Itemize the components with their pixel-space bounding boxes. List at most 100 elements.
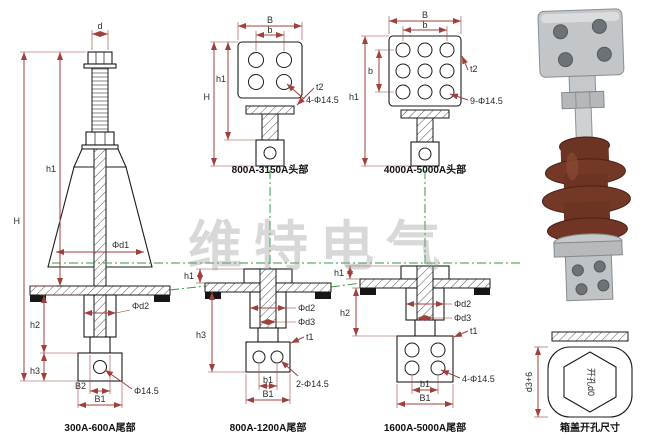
caption-tail-800-1200: 800A-1200A尾部 — [230, 421, 307, 434]
plate-hole — [404, 360, 420, 376]
dim-label-b1: b1 — [263, 375, 273, 385]
mounting-flange — [29, 285, 171, 296]
tail-300-600-part — [29, 51, 171, 382]
gasket-right — [315, 292, 331, 299]
tail-1600-5000-part — [359, 265, 491, 383]
head-800-3150-drawing: B b H h1 t2 4-Φ14.5 800A-3150A头部 — [204, 15, 339, 176]
lock-washer — [81, 144, 119, 150]
photo-flange — [553, 240, 623, 258]
bolt-hole — [417, 63, 433, 79]
gasket-right — [474, 288, 490, 295]
dim-label-b-vertical: b — [368, 66, 373, 76]
caption-head-4000-5000: 4000A-5000A头部 — [384, 163, 466, 176]
bolt-hole — [417, 42, 433, 58]
photo-flag-hole — [557, 52, 573, 68]
photo-porcelain-highlight — [566, 152, 579, 181]
dim-label-t1: t1 — [470, 326, 478, 336]
center-conductor — [93, 148, 107, 296]
caption-tail-300-600: 300A-600A尾部 — [64, 421, 135, 434]
bolt-hole — [276, 74, 292, 90]
bolt-hole — [439, 42, 455, 58]
photo-bracket-hole — [597, 279, 610, 292]
dim-label-h3: h3 — [196, 330, 206, 340]
bolt-hole — [417, 84, 433, 100]
dim-label-hole: Φ14.5 — [134, 386, 159, 396]
dim-label-holes: 9-Φ14.5 — [470, 96, 503, 106]
tail-1600-5000-dimension-lines — [346, 265, 469, 408]
dim-label-h2: h2 — [340, 308, 350, 318]
top-nut — [87, 51, 113, 65]
bolt-hole — [395, 63, 411, 79]
dim-label-h1: h1 — [349, 92, 359, 102]
head-800-3150-part — [237, 41, 303, 167]
gasket-right — [154, 295, 170, 302]
dim-label-phid2: Φd2 — [132, 301, 149, 311]
dim-label-B2: B2 — [75, 381, 86, 391]
dim-label-b: b — [267, 25, 272, 35]
dim-label-B1: B1 — [262, 389, 273, 399]
head-4000-5000-dimension-lines — [361, 16, 469, 167]
dim-label-phid2: Φd2 — [454, 299, 471, 309]
photo-bracket-hole — [575, 283, 588, 296]
gasket-left — [360, 288, 376, 295]
head-plate-side-view — [245, 105, 295, 115]
tail-800-1200-dimension-lines — [196, 268, 305, 404]
cover-opening-label: 开孔d0 — [586, 368, 596, 396]
dim-label-h1: h1 — [184, 271, 194, 281]
bolt-hole — [439, 84, 455, 100]
cover-hole-drawing: 开孔d0 d3+6 箱盖开孔尺寸 — [524, 331, 633, 434]
clevis-hole — [418, 147, 432, 161]
bolt-hole — [395, 84, 411, 100]
dim-label-phid1: Φd1 — [112, 240, 129, 250]
dim-label-phid3: Φd3 — [454, 313, 471, 323]
dim-label-t1: t1 — [306, 332, 314, 342]
photo-bottom-bracket — [564, 254, 614, 302]
dim-label-holes: 4-Φ14.5 — [306, 95, 339, 105]
dim-label-H: H — [14, 216, 21, 226]
caption-tail-1600-5000: 1600A-5000A尾部 — [384, 421, 466, 434]
clevis-hole — [263, 146, 277, 160]
bolt-hole — [248, 52, 264, 68]
caption-head-800-3150: 800A-3150A头部 — [232, 163, 309, 176]
dim-label-t2: t2 — [316, 82, 324, 92]
bushing-photo — [537, 8, 631, 302]
photo-flag-hole — [553, 24, 569, 40]
gasket-left — [205, 292, 221, 299]
lock-nut — [85, 131, 115, 146]
photo-hex-nut — [561, 90, 605, 110]
photo-flag-hole — [596, 46, 612, 62]
dim-label-phid3: Φd3 — [298, 317, 315, 327]
dim-label-B1: B1 — [419, 393, 430, 403]
dim-label-H: H — [204, 92, 211, 102]
dim-label-h1: h1 — [334, 268, 344, 278]
tongue-neck — [257, 327, 279, 343]
dim-label-d3plus6: d3+6 — [524, 372, 534, 392]
head-4000-5000-drawing: B b b h1 t2 9-Φ14.5 4000A-5000A头部 — [349, 10, 503, 176]
dim-label-h1: h1 — [216, 74, 226, 84]
plate-hole — [404, 342, 420, 358]
dim-label-B: B — [267, 15, 273, 25]
tail-800-1200-drawing: h1 h3 Φd2 Φd3 t1 2-Φ14.5 b1 B1 800A-1200… — [184, 268, 332, 434]
terminal-plate — [396, 335, 454, 383]
head-plate-side-view — [400, 109, 450, 119]
dim-label-b: b — [422, 20, 427, 30]
reference-centerlines — [52, 170, 520, 291]
dim-label-b1: b1 — [420, 379, 430, 389]
lower-conductor — [93, 294, 107, 342]
cover-hex-opening — [563, 351, 617, 413]
tongue-hole — [252, 350, 266, 364]
photo-flag-hole — [591, 18, 607, 34]
photo-bracket-hole — [593, 260, 606, 273]
dim-label-holes: 4-Φ14.5 — [462, 374, 495, 384]
cover-side-view — [551, 331, 629, 342]
dim-label-d: d — [97, 21, 102, 31]
tail-1600-5000-drawing: h1 h2 Φd2 Φd3 t1 4-Φ14.5 b1 B1 1600A-500… — [334, 265, 495, 434]
tail-300-600-dimension-lines — [20, 30, 144, 408]
bolt-hole — [439, 63, 455, 79]
dim-label-holes: 2-Φ14.5 — [296, 379, 329, 389]
tail-300-600-drawing: d h1 H h2 h3 Φd1 Φd2 B2 B1 Φ14.5 300A-60… — [14, 21, 171, 434]
bolt-hole — [248, 74, 264, 90]
watermark-text: 维特电气 — [188, 217, 452, 277]
tongue-hole — [93, 360, 107, 374]
